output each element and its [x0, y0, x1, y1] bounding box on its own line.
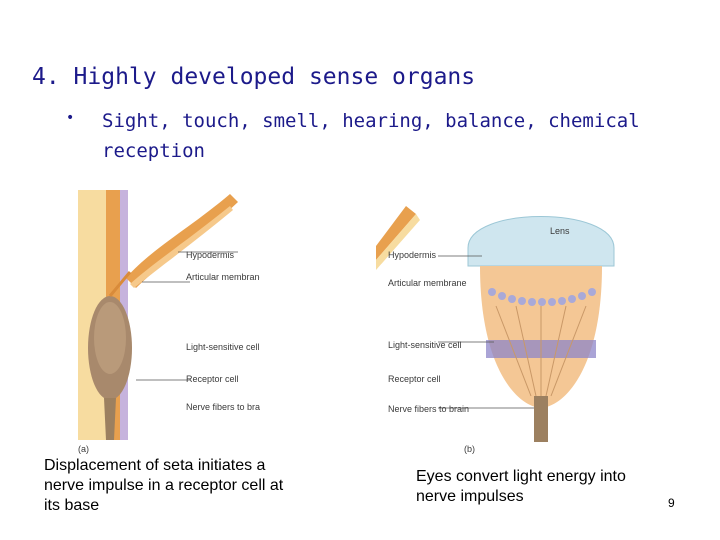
callout-hypodermis-a: Hypodermis	[186, 250, 235, 260]
callout-receptor-cell-a: Receptor cell	[186, 374, 239, 384]
callout-articular-membrane-a: Articular membrane	[186, 272, 260, 282]
cuticle-fragment	[376, 206, 416, 260]
optic-nerve	[534, 396, 548, 442]
page-number: 9	[668, 496, 675, 510]
bullet-text: Sight, touch, smell, hearing, balance, c…	[102, 110, 640, 162]
callout-light-sensitive-cell-a: Light-sensitive cell	[186, 342, 260, 352]
lens	[467, 216, 615, 267]
caption-eye: Eyes convert light energy into nerve imp…	[416, 468, 626, 505]
figure-a-label: (a)	[78, 444, 89, 454]
lens-label: Lens	[550, 226, 570, 236]
bullet-marker: •	[66, 110, 75, 126]
callout-nerve-fibers-b: Nerve fibers to brain	[388, 404, 469, 414]
figure-b-label: (b)	[464, 444, 475, 454]
seta-diagram: Hypodermis Articular membrane Light-sens…	[70, 168, 260, 454]
callout-articular-membrane-b: Articular membrane	[388, 278, 467, 288]
caption-seta: Displacement of seta initiates a nerve i…	[44, 457, 284, 514]
callout-light-sensitive-cell-b: Light-sensitive cell	[388, 340, 462, 350]
callout-hypodermis-b: Hypodermis	[388, 250, 437, 260]
slide-title: 4. Highly developed sense organs	[32, 64, 476, 90]
nerve-fiber	[104, 398, 116, 440]
eye-diagram: Lens Hypodermis Articular membrane Light…	[376, 196, 666, 458]
callout-receptor-cell-b: Receptor cell	[388, 374, 441, 384]
callout-nerve-fibers-a: Nerve fibers to brain	[186, 402, 260, 412]
